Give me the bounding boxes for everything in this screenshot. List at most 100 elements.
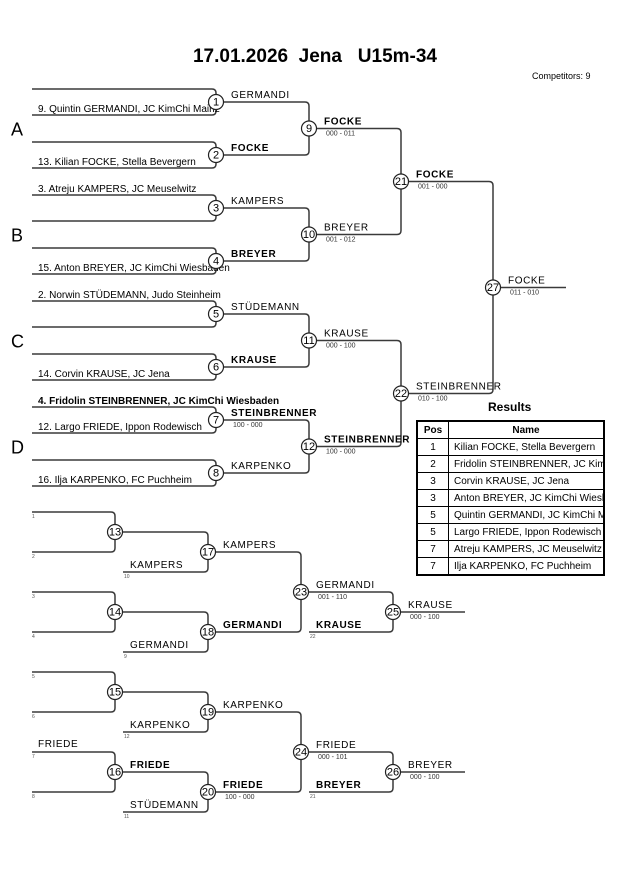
results-pos: 5: [416, 523, 449, 541]
results-name: Kilian FOCKE, Stella Bevergern: [448, 438, 605, 456]
entry-bracket-line: [32, 194, 217, 222]
drop-in-name: STÜDEMANN: [130, 799, 199, 811]
fight-number-circle: [106, 523, 124, 541]
fight-number: 27: [487, 282, 499, 294]
fight-number: 5: [213, 309, 219, 321]
fight-number: 4: [213, 256, 219, 268]
fight-number-circle: [300, 332, 318, 349]
results-name: Fridolin STEINBRENNER, JC KimChi Wiesbad…: [448, 455, 605, 473]
seed-ref-number: 7: [32, 754, 35, 760]
results-name: Quintin GERMANDI, JC KimChi Mainz: [448, 506, 605, 524]
fight-winner-name: BREYER: [231, 249, 276, 260]
fight-score: 011 - 010: [510, 290, 539, 297]
fight-number-circle: [207, 411, 225, 429]
pool-label: D: [11, 438, 24, 458]
fight-winner-name: KRAUSE: [231, 355, 277, 366]
results-name: Corvin KRAUSE, JC Jena: [448, 472, 605, 490]
competitor-entry: 12. Largo FRIEDE, Ippon Rodewisch: [38, 422, 202, 433]
fight-number: 25: [387, 607, 399, 619]
fight-winner-name: GERMANDI: [231, 90, 290, 101]
results-pos: 7: [416, 557, 449, 576]
repechage-seed-line: [32, 511, 116, 553]
fight-winner-name: FOCKE: [324, 117, 362, 128]
fight-score: 010 - 100: [418, 396, 448, 403]
seed-ref-number: 4: [32, 634, 35, 640]
fight-number-circle: [392, 173, 410, 190]
fight-number: 10: [303, 229, 315, 241]
fight-number-circle: [207, 199, 225, 217]
fight-number-circle: [207, 252, 225, 270]
fight-winner-name: FOCKE: [416, 170, 454, 181]
results-header-row: Pos Name: [416, 420, 605, 439]
fight-number: 23: [295, 587, 307, 599]
seed-ref-number: 3: [32, 594, 35, 600]
results-header-pos: Pos: [416, 420, 449, 439]
fight-score: 000 - 011: [326, 131, 355, 138]
results-pos: 3: [416, 472, 449, 490]
fight-number-circle: [207, 305, 225, 323]
fight-number: 24: [295, 747, 307, 759]
fight-number-circle: [199, 783, 217, 801]
fight-number-circle: [392, 385, 410, 402]
fight-number-circle: [106, 683, 124, 701]
drop-in-ref: 11: [124, 814, 129, 820]
competitor-entry: 16. Ilja KARPENKO, FC Puchheim: [38, 475, 192, 486]
results-name: Largo FRIEDE, Ippon Rodewisch: [448, 523, 605, 541]
fight-winner-name: KAMPERS: [223, 540, 276, 551]
fight-number: 16: [109, 767, 121, 779]
seed-name: FRIEDE: [38, 739, 78, 750]
drop-in-ref: 9: [124, 654, 127, 660]
seed-ref-number: 6: [32, 714, 35, 720]
fight-winner-name: GERMANDI: [316, 580, 375, 591]
competitor-entry: 13. Kilian FOCKE, Stella Bevergern: [38, 157, 196, 168]
fight-number: 6: [213, 362, 219, 374]
fight-number-circle: [484, 279, 502, 296]
results-name: Ilja KARPENKO, FC Puchheim: [448, 557, 605, 576]
results-name: Atreju KAMPERS, JC Meuselwitz: [448, 540, 605, 558]
round2-bracket-line: [317, 339, 402, 448]
results-pos: 1: [416, 438, 449, 456]
fight-number-circle: [207, 464, 225, 482]
fight-number-circle: [207, 146, 225, 164]
fight-number: 8: [213, 468, 219, 480]
competitor-entry: 3. Atreju KAMPERS, JC Meuselwitz: [38, 184, 196, 195]
fight-score: 000 - 100: [410, 774, 440, 781]
fight-winner-name: GERMANDI: [223, 620, 282, 631]
fight-winner-name: FOCKE: [231, 143, 269, 154]
fight-winner-name: FRIEDE: [130, 760, 170, 771]
competitor-entry: 4. Fridolin STEINBRENNER, JC KimChi Wies…: [38, 396, 279, 407]
competitor-entry: 14. Corvin KRAUSE, JC Jena: [38, 369, 170, 380]
seed-ref-number: 5: [32, 674, 35, 680]
fight-winner-name: STEINBRENNER: [231, 408, 317, 419]
competitors-count: Competitors: 9: [532, 71, 591, 81]
fight-number-circle: [106, 763, 124, 781]
seed-ref-number: 8: [32, 794, 35, 800]
fight-number: 22: [395, 388, 407, 400]
drop-in-name: KRAUSE: [316, 620, 362, 631]
fight-winner-name: FRIEDE: [223, 780, 263, 791]
drop-in-ref: 21: [310, 794, 316, 800]
fight-number-circle: [199, 543, 217, 561]
fight-number: 11: [303, 335, 314, 347]
fight-number: 26: [387, 767, 399, 779]
seed-ref-number: 1: [32, 514, 35, 520]
drop-in-ref: 12: [124, 734, 130, 740]
fight-winner-name: BREYER: [408, 760, 453, 771]
fight-winner-name: FOCKE: [508, 276, 545, 287]
fight-winner-name: FRIEDE: [316, 740, 356, 751]
fight-score: 100 - 000: [233, 422, 263, 429]
pool-label: A: [11, 120, 23, 140]
fight-number-circle: [300, 226, 318, 243]
drop-in-ref: 22: [310, 634, 316, 640]
fight-number: 19: [202, 707, 214, 719]
fight-number-circle: [384, 603, 402, 621]
semifinal-bracket-line: [409, 180, 494, 395]
fight-winner-name: KRAUSE: [408, 600, 453, 611]
fight-score: 000 - 100: [410, 614, 440, 621]
fight-number: 1: [213, 97, 219, 109]
fight-score: 001 - 110: [318, 594, 347, 601]
